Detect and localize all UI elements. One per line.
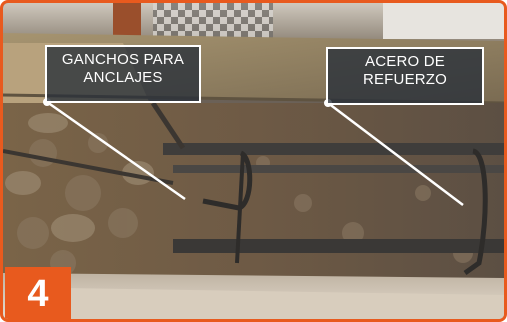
label-reinforcing-steel: ACERO DE REFUERZO (326, 47, 484, 105)
label-anchor-hooks-line1: GANCHOS PARA (61, 51, 185, 68)
stirrup-right (463, 148, 488, 276)
label-anchor-hooks: GANCHOS PARA ANCLAJES (45, 45, 201, 103)
step-number-badge: 4 (5, 267, 71, 319)
rebar-bar-mid (173, 165, 504, 173)
aggregate-stones (5, 113, 154, 242)
rebar-bar-bottom (173, 239, 504, 253)
rod-diagonal (150, 101, 186, 150)
stirrup-left (235, 152, 245, 264)
tie-wire (3, 149, 174, 185)
label-reinforcing-steel-line2: REFUERZO (362, 71, 448, 88)
wood-plank-bottom (63, 288, 504, 319)
pointer-line-rebar (327, 102, 464, 206)
tile-wall (153, 3, 273, 41)
label-reinforcing-steel-line1: ACERO DE (365, 53, 445, 70)
background-light (383, 3, 504, 39)
pointer-line-hooks (46, 100, 186, 201)
rebar-bar-top (163, 143, 504, 155)
label-anchor-hooks-line2: ANCLAJES (83, 69, 163, 86)
